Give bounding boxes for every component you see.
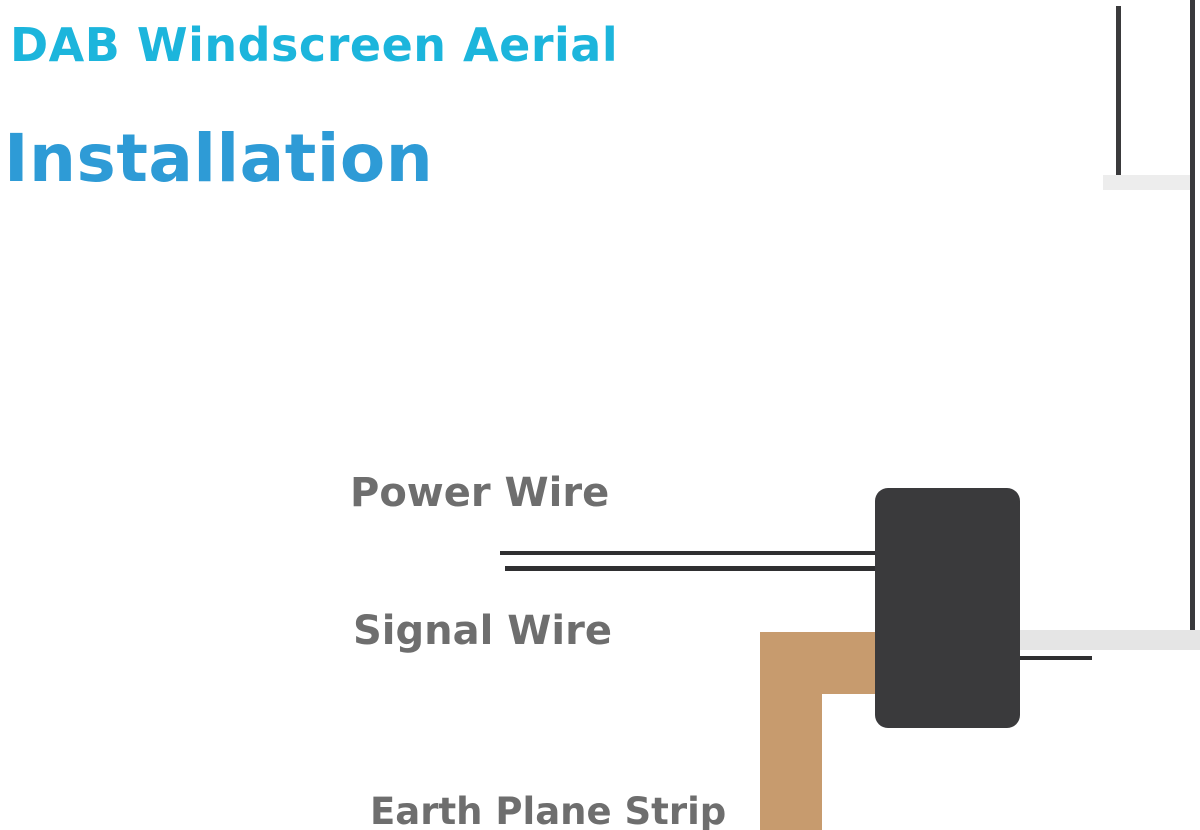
earth-plane-strip-vertical — [760, 632, 822, 830]
windscreen-inner-edge-line — [1116, 6, 1121, 178]
signal-wire-label: Signal Wire — [353, 608, 612, 654]
power-wire-line-bottom — [505, 566, 880, 571]
windscreen-lower-glass-band — [1020, 630, 1200, 650]
power-wire-line-top — [500, 551, 880, 555]
earth-plane-strip-label: Earth Plane Strip — [370, 790, 727, 830]
diagram-subtitle: DAB Windscreen Aerial — [10, 18, 619, 72]
windscreen-outer-edge-line — [1190, 0, 1195, 648]
power-wire-label: Power Wire — [350, 470, 610, 516]
diagram-title: Installation — [4, 120, 434, 197]
signal-wire-line — [1015, 656, 1092, 660]
aerial-amplifier-box — [875, 488, 1020, 728]
windscreen-corner-glass — [1103, 175, 1190, 190]
